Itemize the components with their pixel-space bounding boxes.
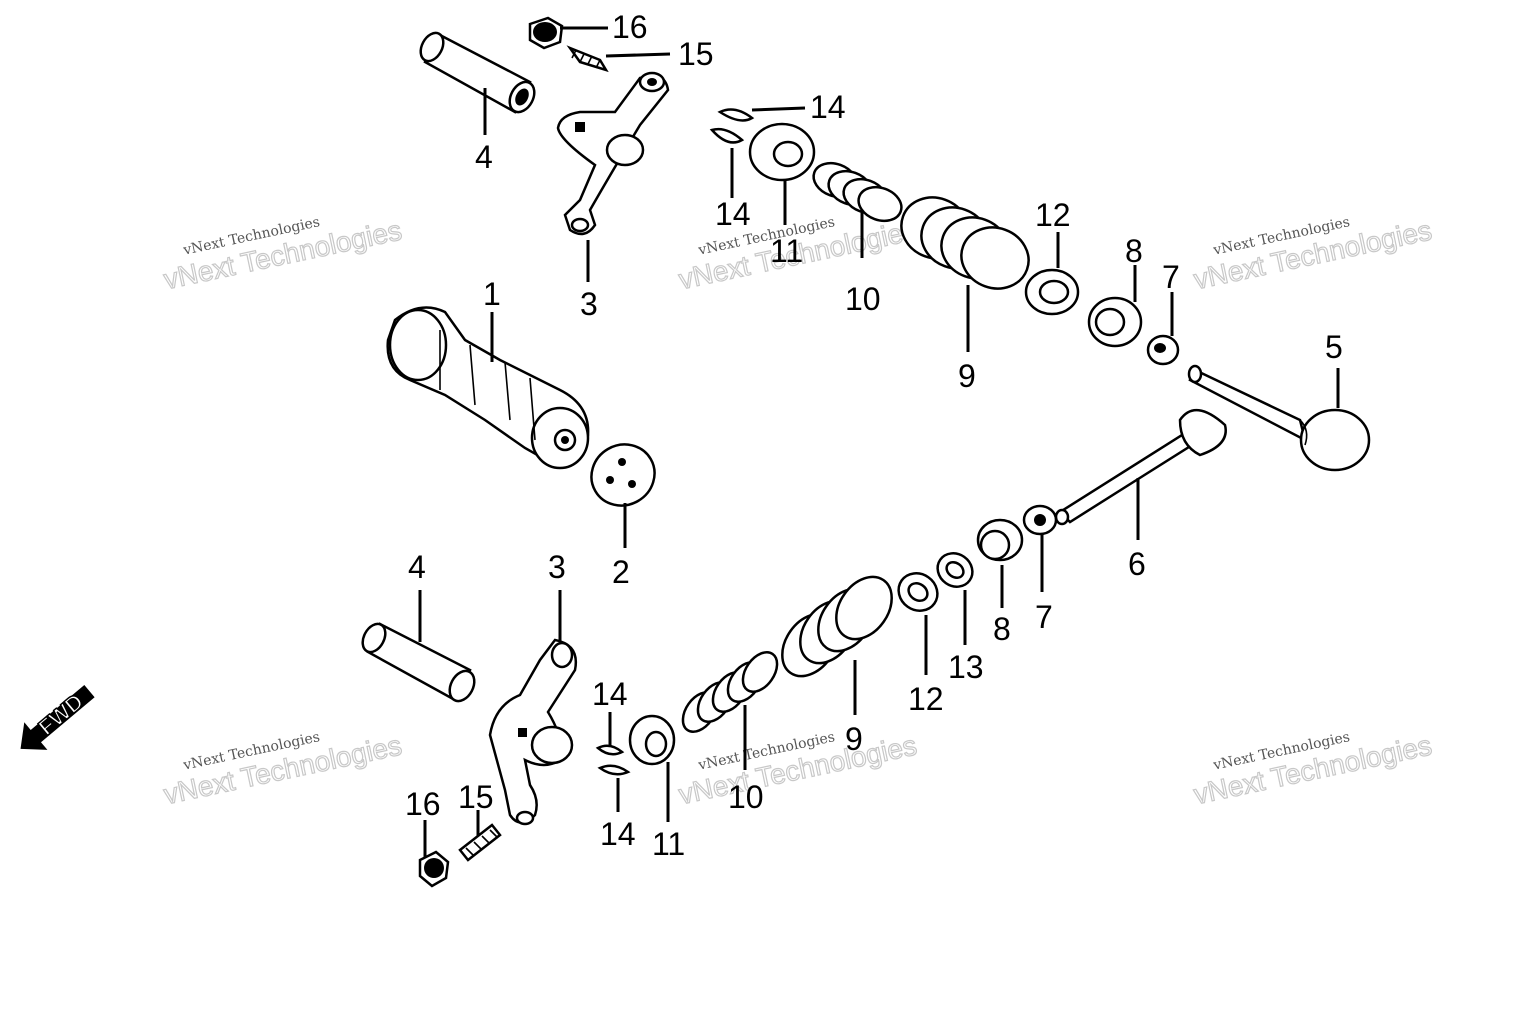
adjust-screw-bottom <box>458 823 502 862</box>
callout-4-top: 4 <box>475 139 493 175</box>
callout-14-top-a: 14 <box>810 89 846 125</box>
callout-16-bottom: 16 <box>405 786 441 822</box>
callout-9-top: 9 <box>958 358 976 394</box>
spring-retainer-top <box>748 122 816 182</box>
valve-stem-seal-bottom <box>976 518 1024 562</box>
adjust-screw-top <box>566 45 609 73</box>
callout-9-bottom: 9 <box>845 721 863 757</box>
callout-8-bottom: 8 <box>993 611 1011 647</box>
callout-8-top: 8 <box>1125 233 1143 269</box>
spring-seat-top <box>1024 268 1080 316</box>
inner-spring-top <box>812 161 903 223</box>
callout-13: 13 <box>948 649 984 685</box>
callout-14-top-b: 14 <box>715 196 751 232</box>
callout-12-top: 12 <box>1035 197 1071 233</box>
valve-cotter-top-b <box>709 127 745 144</box>
camshaft <box>386 306 590 470</box>
callout-7-bottom: 7 <box>1035 599 1053 635</box>
callout-15-top: 15 <box>678 36 714 72</box>
callout-2: 2 <box>612 554 630 590</box>
spring-seat-bottom <box>897 572 939 612</box>
callout-11-bottom: 11 <box>652 826 685 862</box>
valve-stem-seal-top <box>1087 296 1143 348</box>
callout-11-top: 11 <box>770 233 803 269</box>
valve-guide-clip-bottom <box>1022 504 1058 536</box>
callout-12-bottom: 12 <box>908 681 944 717</box>
watermark-left-top: vNext Technologies vNext Technologies <box>160 214 405 296</box>
callout-10-bottom: 10 <box>728 779 764 815</box>
callout-14-bottom-b: 14 <box>600 816 636 852</box>
callout-5: 5 <box>1325 329 1343 365</box>
watermark-left-bottom: vNext Technologies vNext Technologies <box>160 729 405 811</box>
cap-nut-top <box>528 16 564 50</box>
exhaust-valve <box>1187 364 1371 472</box>
callout-4-bottom: 4 <box>408 549 426 585</box>
callout-10-top: 10 <box>845 281 881 317</box>
cam-plate <box>590 443 656 507</box>
valve-cotter-bottom-a <box>595 744 625 756</box>
watermark-right-bottom: vNext Technologies vNext Technologies <box>1190 729 1435 811</box>
rocker-arm-top <box>556 71 670 236</box>
intake-valve <box>1054 409 1227 526</box>
callout-1: 1 <box>483 276 501 312</box>
callout-16-top: 16 <box>612 9 648 45</box>
callout-3-top: 3 <box>580 286 598 322</box>
callout-3-bottom: 3 <box>548 549 566 585</box>
valve-guide-clip-top <box>1146 334 1180 366</box>
outer-spring-bottom <box>781 575 893 678</box>
valve-cotter-top-a <box>717 108 755 122</box>
rocker-shaft-top <box>419 31 536 114</box>
callout-6: 6 <box>1128 546 1146 582</box>
watermark-center-bottom: vNext Technologies vNext Technologies <box>675 729 920 811</box>
fwd-arrow-icon: FWD <box>20 684 95 750</box>
watermark-right-top: vNext Technologies vNext Technologies <box>1190 214 1435 296</box>
callout-7-top: 7 <box>1162 259 1180 295</box>
spring-retainer-bottom <box>628 714 676 766</box>
washer <box>936 552 974 588</box>
callout-14-bottom-a: 14 <box>592 676 628 712</box>
valve-cotter-bottom-b <box>597 764 631 776</box>
rocker-arm-bottom <box>488 638 578 826</box>
inner-spring-bottom <box>681 651 779 733</box>
cap-nut-bottom <box>418 850 450 888</box>
callout-15-bottom: 15 <box>458 779 494 815</box>
rocker-shaft-bottom <box>361 622 476 703</box>
outer-spring-top <box>900 196 1030 290</box>
